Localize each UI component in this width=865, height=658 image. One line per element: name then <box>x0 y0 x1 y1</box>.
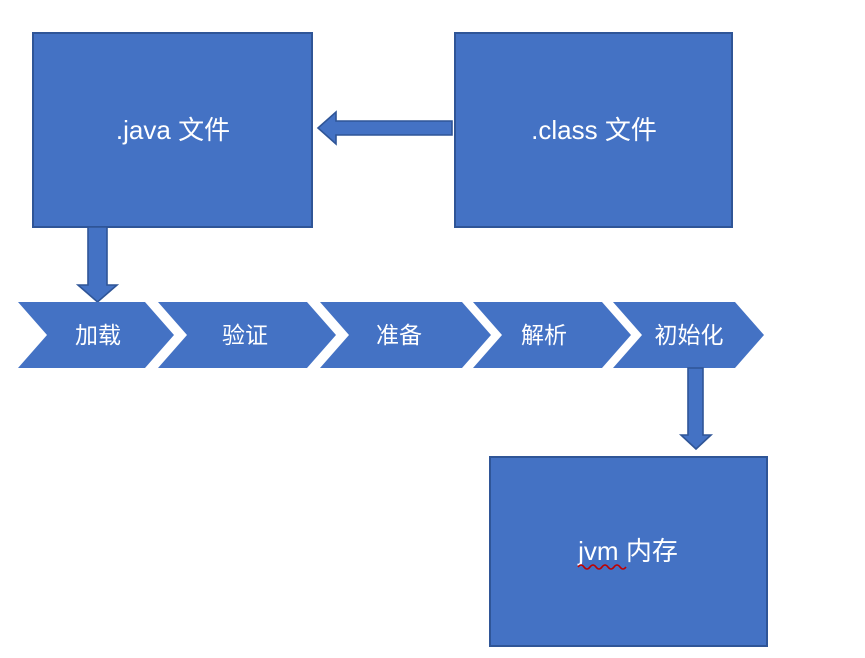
java-file-rect <box>32 32 313 228</box>
spellcheck-squiggle <box>577 564 627 570</box>
process-flow: 加载 验证 准备 解析 初始化 <box>18 302 764 368</box>
chevron-step-initialize: 初始化 <box>613 302 764 368</box>
chevron-load-shape <box>18 302 174 368</box>
chevron-prepare-shape <box>320 302 491 368</box>
chevron-resolve-shape <box>473 302 631 368</box>
chevron-step-resolve: 解析 <box>473 302 631 368</box>
chevron-load-label: 加载 <box>75 322 121 348</box>
jvm-memory-label: jvm 内存 <box>577 536 678 566</box>
chevron-step-verify: 验证 <box>158 302 336 368</box>
chevron-initialize-shape <box>613 302 764 368</box>
java-file-label: .java 文件 <box>116 115 230 145</box>
java-file-box: .java 文件 <box>32 32 313 228</box>
chevron-step-load: 加载 <box>18 302 174 368</box>
chevron-step-prepare: 准备 <box>320 302 491 368</box>
chevron-verify-label: 验证 <box>222 322 268 348</box>
arrow-initialize-to-jvm <box>678 367 714 451</box>
chevron-resolve-label: 解析 <box>521 322 567 348</box>
chevron-initialize-label: 初始化 <box>655 322 724 348</box>
chevron-verify-shape <box>158 302 336 368</box>
arrow-java-to-flow <box>75 226 120 304</box>
chevron-prepare-label: 准备 <box>376 322 422 348</box>
jvm-memory-box: jvm 内存 <box>489 456 768 647</box>
class-file-label: .class 文件 <box>531 115 657 145</box>
class-file-box: .class 文件 <box>454 32 733 228</box>
arrow-class-to-java <box>316 110 453 146</box>
jvm-memory-rect <box>489 456 768 647</box>
class-file-rect <box>454 32 733 228</box>
